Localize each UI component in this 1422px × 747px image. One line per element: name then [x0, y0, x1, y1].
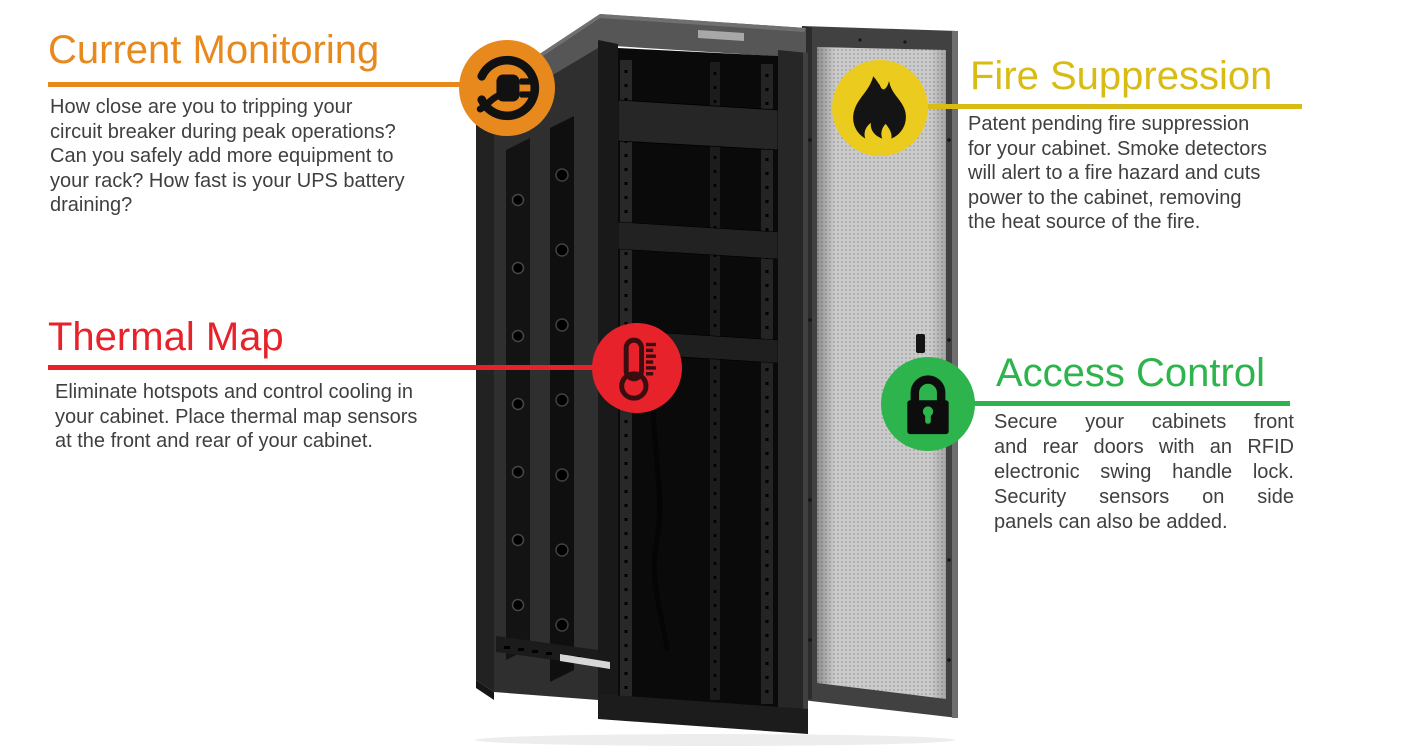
current-monitoring-connector-line [48, 82, 508, 87]
door-lock-handle [916, 334, 925, 353]
access-control-title: Access Control [996, 351, 1265, 395]
body-line: will alert to a fire hazard and cuts [968, 162, 1261, 184]
current-monitoring-title: Current Monitoring [48, 28, 380, 72]
body-line: Can you safely add more equipment to [50, 145, 394, 167]
flame-icon [832, 60, 928, 156]
fire-suppression-title: Fire Suppression [970, 54, 1273, 98]
body-line: at the front and rear of your cabinet. [55, 430, 373, 452]
body-line: panels can also be added. [994, 511, 1228, 533]
body-line: your cabinet. Place thermal map sensors [55, 405, 418, 428]
body-line: circuit breaker during peak operations? [50, 120, 396, 143]
access-control-body: Secure your cabinets front and rear door… [994, 410, 1294, 535]
thermal-map-title: Thermal Map [48, 315, 284, 359]
cable [650, 367, 670, 651]
body-line: the heat source of the fire. [968, 211, 1201, 233]
body-line: your rack? How fast is your UPS battery [50, 169, 405, 192]
server-rack-image [460, 0, 980, 747]
brand-nameplate [698, 30, 744, 41]
body-line: electronic swing handle lock. [994, 461, 1294, 483]
access-control-connector-line [928, 401, 1290, 406]
body-line: draining? [50, 194, 133, 216]
power-plug-icon [459, 40, 555, 136]
fire-suppression-body: Patent pending fire suppression for your… [968, 112, 1304, 235]
thermal-map-connector-line [48, 365, 638, 370]
body-line: Security sensors on side [994, 486, 1294, 508]
thermometer-icon [592, 323, 682, 413]
body-line: power to the cabinet, removing [968, 186, 1242, 209]
thermal-map-body: Eliminate hotspots and control cooling i… [55, 380, 467, 454]
padlock-icon [881, 357, 975, 451]
body-line: How close are you to tripping your [50, 96, 353, 118]
fire-suppression-connector-line [880, 104, 1302, 109]
perforated-door [802, 26, 958, 718]
body-line: and rear doors with an RFID [994, 436, 1294, 458]
current-monitoring-body: How close are you to tripping your circu… [50, 95, 452, 218]
body-line: Patent pending fire suppression [968, 113, 1250, 135]
body-line: Eliminate hotspots and control cooling i… [55, 381, 413, 403]
body-line: for your cabinet. Smoke detectors [968, 137, 1268, 160]
body-line: Secure your cabinets front [994, 411, 1294, 433]
server-rack-cabinet-illustration [475, 14, 958, 746]
